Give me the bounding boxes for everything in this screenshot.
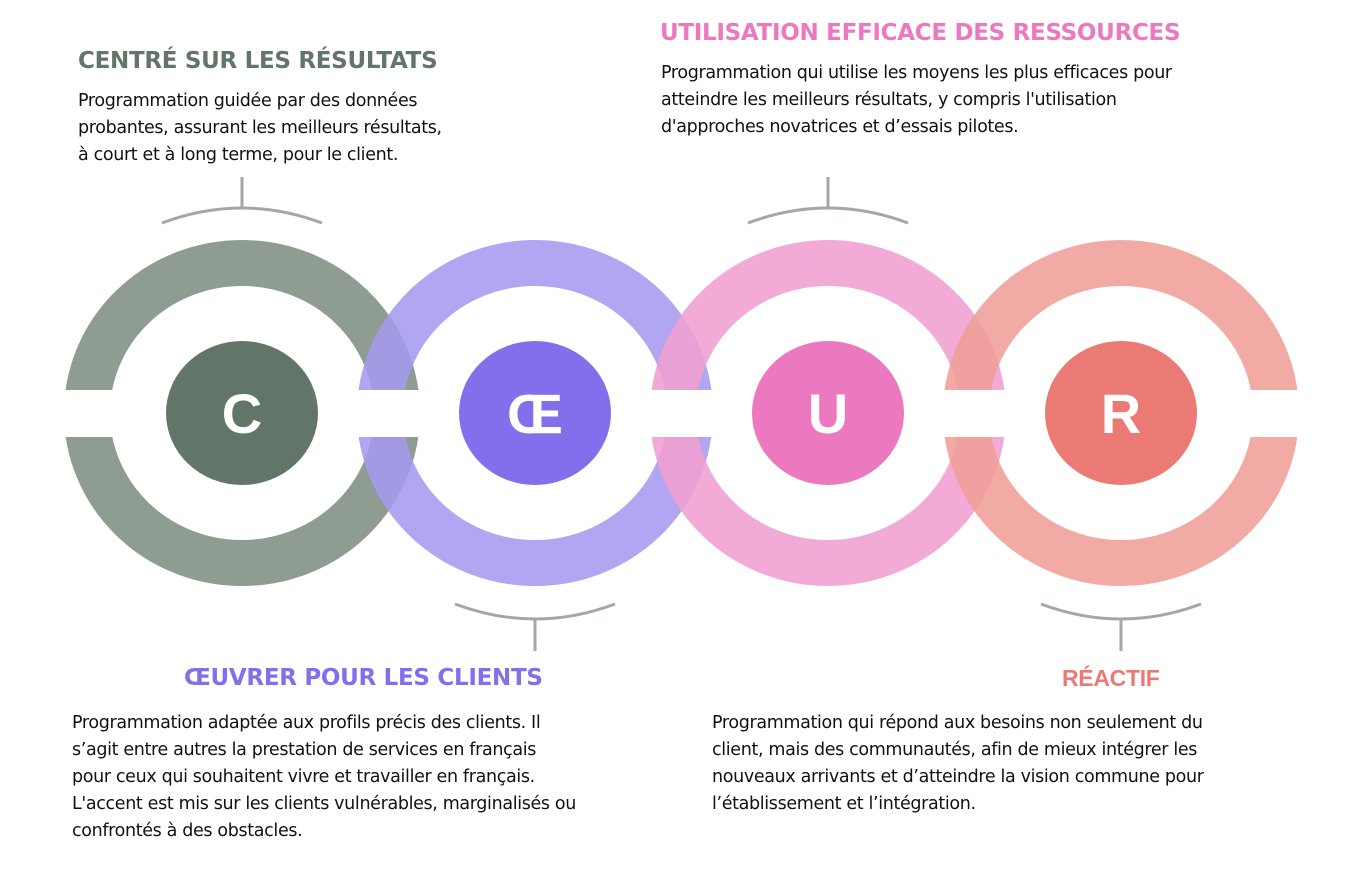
description-utilisation-efficace: Programmation qui utilise les moyens les… xyxy=(661,60,1172,141)
heading-centre-sur-les-resultats: CENTRÉ SUR LES RÉSULTATS xyxy=(78,48,438,74)
letter-u: U xyxy=(808,382,848,445)
description-line: à court et à long terme, pour le client. xyxy=(78,145,399,165)
letter-c: C xyxy=(222,382,262,445)
description-line: Programmation qui utilise les moyens les… xyxy=(661,63,1172,83)
description-centre-sur-les-resultats: Programmation guidée par des données pro… xyxy=(78,88,442,169)
bracket-arc xyxy=(161,206,323,225)
bracket-arc xyxy=(747,206,909,225)
bracket-arc xyxy=(1040,602,1202,621)
letter-oe: Œ xyxy=(507,382,563,445)
core-circle-oe xyxy=(459,341,611,485)
core-circle-c xyxy=(166,341,318,485)
bracket-r xyxy=(1040,602,1202,651)
bracket-oe xyxy=(454,602,616,651)
heading-oeuvrer-pour-les-clients: ŒUVRER POUR LES CLIENTS xyxy=(184,665,543,691)
heading-utilisation-efficace: UTILISATION EFFICACE DES RESSOURCES xyxy=(660,20,1181,46)
description-line: L'accent est mis sur les clients vulnéra… xyxy=(72,794,576,814)
bracket-u xyxy=(747,177,909,225)
description-oeuvrer-pour-les-clients: Programmation adaptée aux profils précis… xyxy=(72,710,576,845)
letter-r: R xyxy=(1101,382,1141,445)
description-line: Programmation guidée par des données xyxy=(78,91,418,111)
core-circle-r xyxy=(1045,341,1197,485)
description-line: probantes, assurant les meilleurs résult… xyxy=(78,118,442,138)
description-line: pour ceux qui souhaitent vivre et travai… xyxy=(72,767,535,787)
description-line: Programmation adaptée aux profils précis… xyxy=(72,713,541,733)
description-line: d'approches novatrices et d’essais pilot… xyxy=(661,117,1019,137)
core-circle-u xyxy=(752,341,904,485)
description-line: client, mais des communautés, afin de mi… xyxy=(712,740,1198,760)
description-line: nouveaux arrivants et d’atteindre la vis… xyxy=(712,767,1204,787)
bracket-c xyxy=(161,177,323,225)
description-reactif: Programmation qui répond aux besoins non… xyxy=(712,710,1204,818)
description-line: atteindre les meilleurs résultats, y com… xyxy=(661,90,1117,110)
brackets-layer xyxy=(161,177,1202,651)
description-line: s’agit entre autres la prestation de ser… xyxy=(72,740,536,760)
description-line: confrontés à des obstacles. xyxy=(72,821,303,841)
bracket-arc xyxy=(454,602,616,621)
description-line: l’établissement et l’intégration. xyxy=(712,794,976,814)
heading-reactif: RÉACTIF xyxy=(1062,665,1160,691)
description-line: Programmation qui répond aux besoins non… xyxy=(712,713,1203,733)
